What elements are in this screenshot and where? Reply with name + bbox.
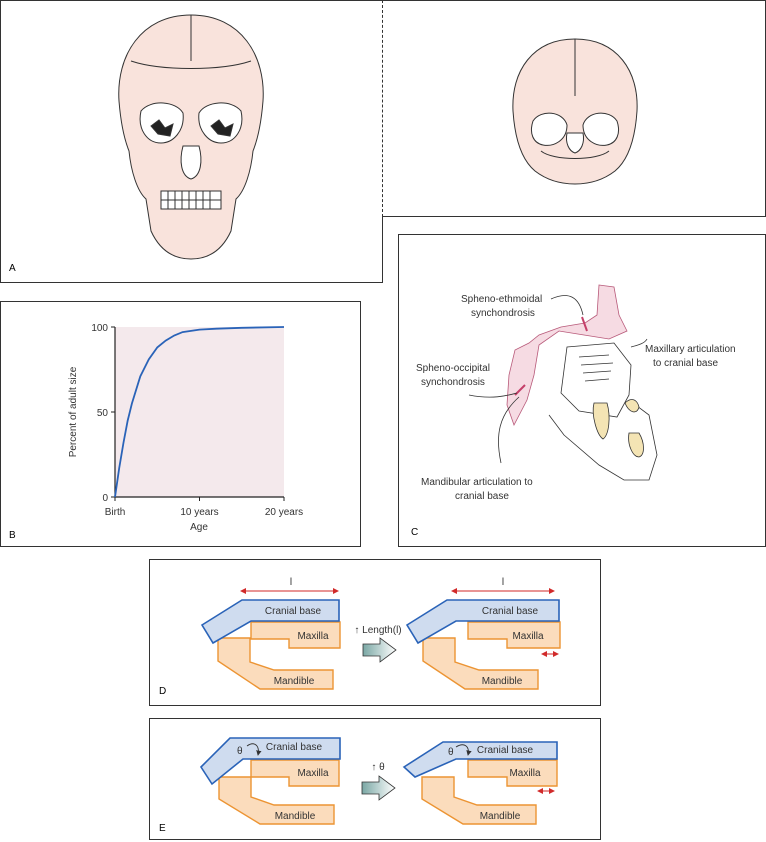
length-symbol-left: l <box>290 577 292 588</box>
transition-arrow-label: ↑ Length(l) <box>354 625 401 636</box>
mandible-label-left: Mandible <box>275 811 316 822</box>
cranial-base-label-left: Cranial base <box>266 742 323 753</box>
x-tick-label: 20 years <box>265 507 303 518</box>
panel-b-label: B <box>9 530 16 541</box>
left-configuration: l Cranial base Maxilla Mandible <box>200 577 341 690</box>
label-spheno-occipital-2: synchondrosis <box>421 377 485 388</box>
left-configuration: θ Cranial base Maxilla Mandible <box>199 737 341 825</box>
mandible-shape-left <box>217 637 334 690</box>
right-configuration: l Cranial base Maxilla Mandible <box>405 577 561 690</box>
panel-e-label: E <box>159 823 166 834</box>
cranial-base-shape-left <box>200 599 340 645</box>
theta-arc-left <box>246 743 262 756</box>
panel-c-label: C <box>411 527 418 538</box>
maxilla-shape-left <box>250 621 341 649</box>
right-configuration: θ Cranial base Maxilla Mandible <box>402 741 558 825</box>
mandible-shape-right <box>421 776 537 825</box>
label-spheno-ethmoidal-2: synchondrosis <box>471 308 535 319</box>
cranial-base-shape-right <box>405 599 560 645</box>
label-maxillary-2: to cranial base <box>653 358 718 369</box>
label-spheno-occipital-1: Spheno-occipital <box>416 363 490 374</box>
maxilla-label-left: Maxilla <box>297 631 329 642</box>
length-symbol-right: l <box>502 577 504 588</box>
transition-arrow-label: ↑ θ <box>371 762 385 773</box>
infant-skull <box>512 38 638 185</box>
cranial-base-label-left: Cranial base <box>265 606 322 617</box>
y-axis-title: Percent of adult size <box>68 366 79 457</box>
cranial-base-illustration: Spheno-ethmoidal synchondrosis Spheno-oc… <box>411 284 736 538</box>
mandible-shape-right <box>422 637 539 690</box>
panel-e: θ Cranial base Maxilla Mandible ↑ θ θ Cr… <box>149 718 601 840</box>
angle-diagram: θ Cranial base Maxilla Mandible ↑ θ θ Cr… <box>159 737 558 834</box>
cranial-base-shape-right <box>402 741 558 778</box>
panel-b: 0 50 100 Birth 10 years 20 years Age Percent… <box>0 301 361 547</box>
mandible-label-left: Mandible <box>274 676 315 687</box>
panel-d: l Cranial base Maxilla Mandible ↑ Length… <box>149 559 601 706</box>
transition-arrow <box>362 637 397 663</box>
length-diagram: l Cranial base Maxilla Mandible ↑ Length… <box>159 577 561 697</box>
theta-arc-right <box>455 744 472 756</box>
series-line <box>114 326 285 498</box>
cranial-base-shape-left <box>199 737 341 786</box>
cranial-base-label-right: Cranial base <box>477 745 534 756</box>
maxilla-label-right: Maxilla <box>509 768 541 779</box>
x-tick-label: Birth <box>105 507 126 518</box>
panel-a: A <box>0 0 383 283</box>
label-spheno-ethmoidal-1: Spheno-ethmoidal <box>461 294 542 305</box>
plot-area <box>115 327 284 497</box>
label-mandibular-2: cranial base <box>455 491 509 502</box>
maxilla-label-right: Maxilla <box>512 631 544 642</box>
transition-arrow <box>361 775 396 801</box>
theta-left: θ <box>237 746 243 757</box>
mandible-label-right: Mandible <box>482 676 523 687</box>
theta-right: θ <box>448 747 454 758</box>
y-tick-label: 50 <box>97 408 109 419</box>
growth-chart: 0 50 100 Birth 10 years 20 years Age Percent… <box>9 323 303 541</box>
x-axis-title: Age <box>190 522 208 533</box>
mandible-label-right: Mandible <box>480 811 521 822</box>
label-mandibular-1: Mandibular articulation to <box>421 477 533 488</box>
x-tick-label: 10 years <box>180 507 218 518</box>
panel-a-infant <box>382 0 766 217</box>
mandible-shape-left <box>218 776 335 825</box>
adult-skull <box>118 14 264 260</box>
label-maxillary-1: Maxillary articulation <box>645 344 736 355</box>
maxilla-label-left: Maxilla <box>297 768 329 779</box>
y-tick-label: 0 <box>102 493 108 504</box>
maxilla-shape-right <box>467 621 561 649</box>
panel-c: Spheno-ethmoidal synchondrosis Spheno-oc… <box>398 234 766 547</box>
skull-base-drawing <box>468 284 658 481</box>
y-ticks: 0 50 100 <box>91 323 115 504</box>
adult-skull-illustration: A <box>9 14 264 274</box>
cranial-base-label-right: Cranial base <box>482 606 539 617</box>
maxilla-shape-right <box>467 759 558 787</box>
infant-skull-illustration <box>512 38 638 185</box>
panel-d-label: D <box>159 686 166 697</box>
maxilla-shape-left <box>250 759 340 787</box>
panel-a-label: A <box>9 263 16 274</box>
x-ticks: Birth 10 years 20 years <box>105 497 303 518</box>
y-tick-label: 100 <box>91 323 108 334</box>
